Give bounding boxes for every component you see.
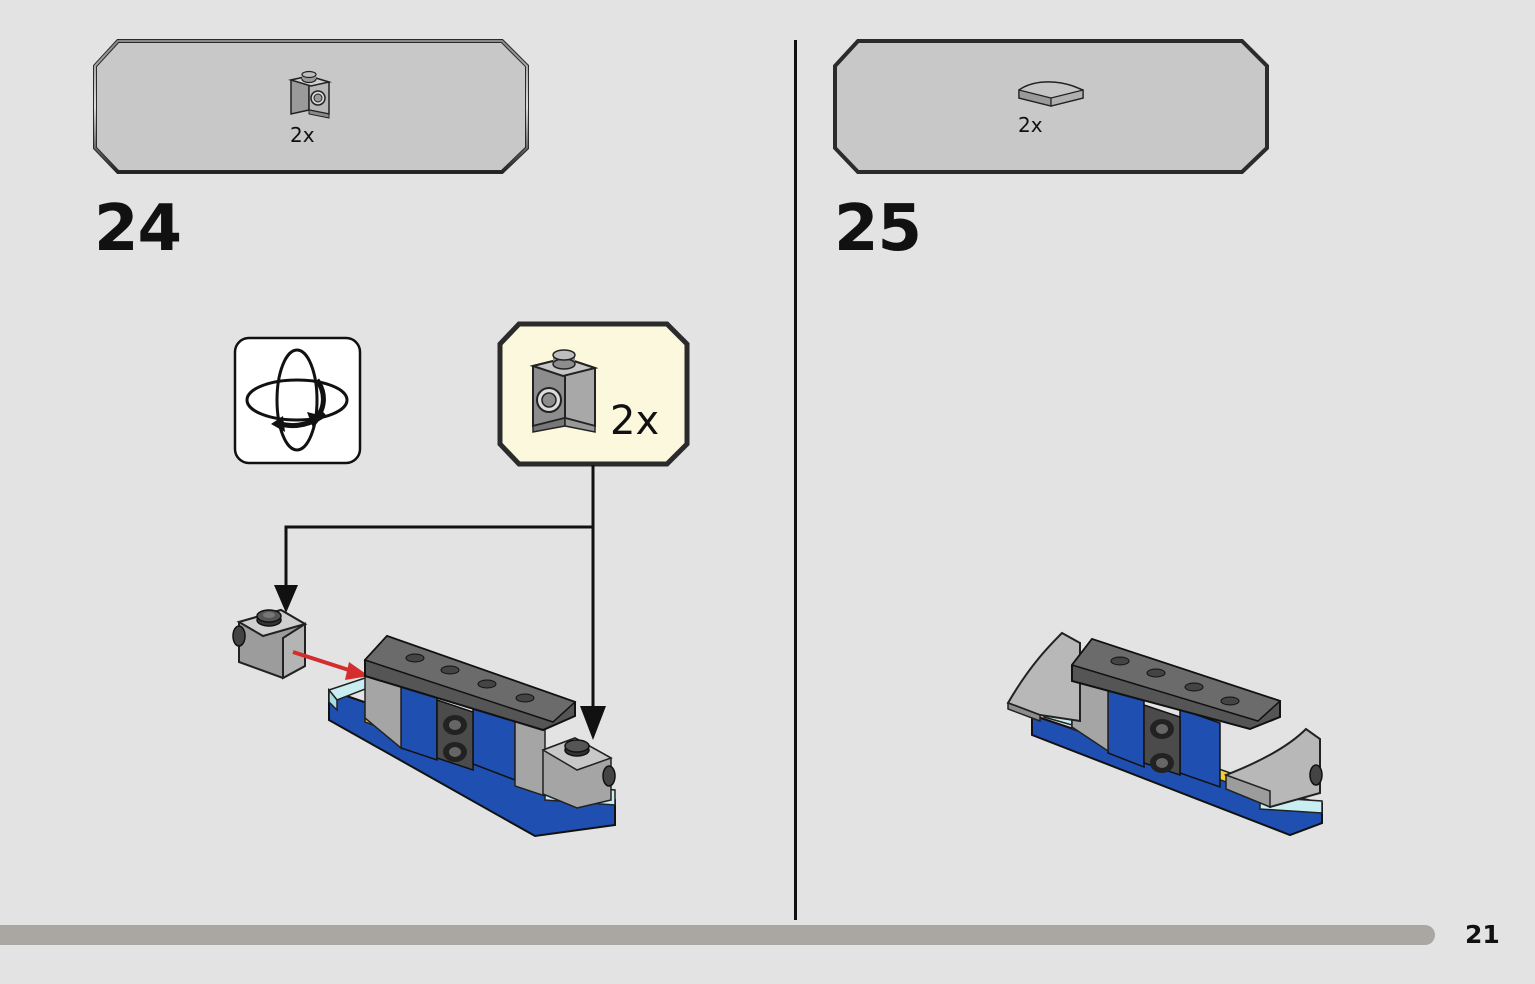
separate-side-stud-brick — [232, 608, 308, 680]
step-24-part-quantity: 2x — [290, 123, 315, 147]
brick-1x1-with-side-stud-icon — [288, 70, 332, 119]
step-25-model — [1006, 631, 1323, 837]
page-number: 21 — [1465, 920, 1500, 949]
rotate-model-icon — [233, 336, 362, 465]
callout-connector-arrows — [274, 465, 606, 740]
step-25-part-quantity: 2x — [1018, 113, 1043, 137]
progress-bar — [0, 925, 1435, 945]
callout-brick-1x1-with-side-stud-icon — [529, 349, 599, 433]
curved-slope-tile-icon — [1018, 81, 1084, 107]
callout-quantity: 2x — [610, 398, 660, 444]
step-number-24: 24 — [94, 192, 182, 266]
step-24-model — [232, 608, 616, 838]
page-divider — [794, 40, 797, 920]
step-number-25: 25 — [834, 192, 922, 266]
